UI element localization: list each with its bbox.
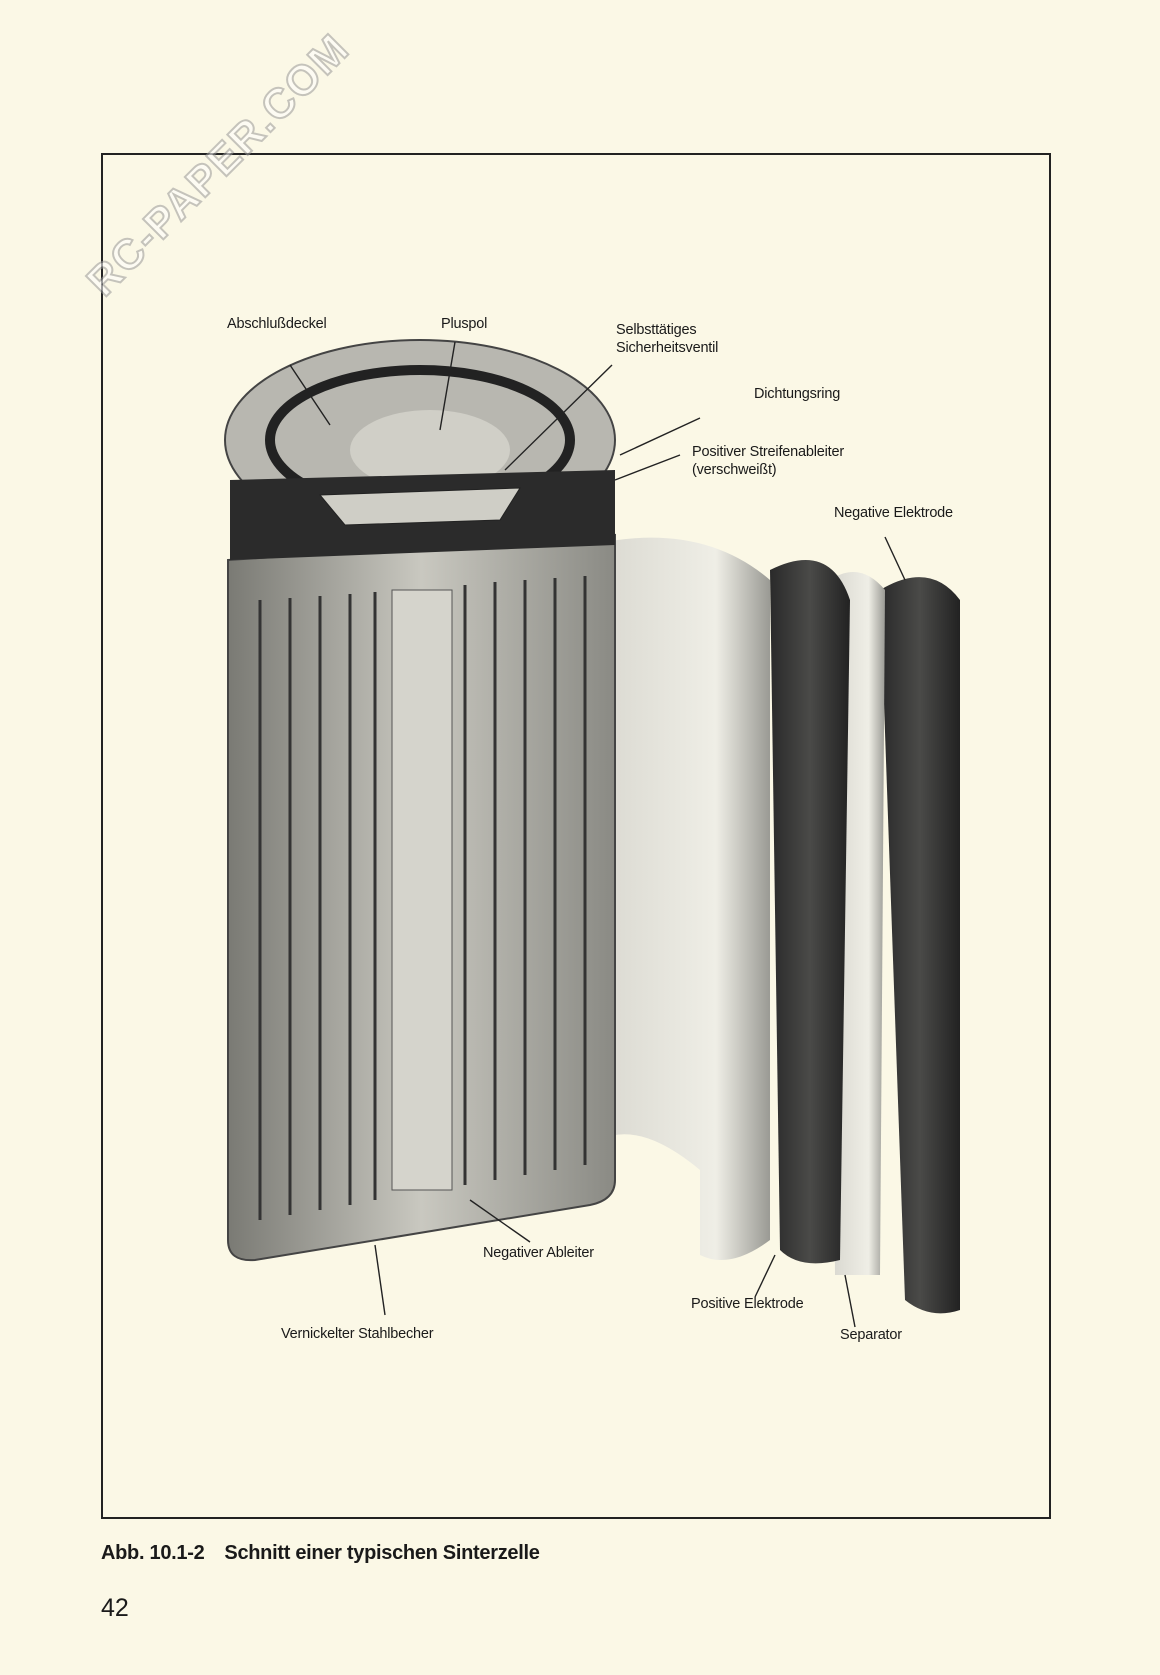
positive-electrode-sheet — [770, 560, 850, 1264]
outer-sheet — [590, 537, 770, 1260]
label-streifenableiter-1: Positiver Streifenableiter — [692, 444, 844, 460]
label-ventil-1: Selbsttätiges — [616, 322, 697, 338]
figure-frame — [101, 153, 1051, 1519]
label-streifenableiter-2: (verschweißt) — [692, 462, 777, 478]
center-core — [391, 589, 453, 1191]
page-number: 42 — [101, 1594, 129, 1622]
label-negative-elektrode: Negative Elektrode — [834, 505, 953, 521]
electrode-stack — [258, 576, 587, 1220]
leader-lines — [289, 341, 906, 1328]
caption-title: Schnitt einer typischen Sinterzelle — [224, 1542, 540, 1564]
label-dichtungsring: Dichtungsring — [754, 386, 841, 402]
caption-number: Abb. 10.1-2 — [101, 1542, 205, 1564]
label-separator: Separator — [840, 1327, 902, 1343]
label-stahlbecher: Vernickelter Stahlbecher — [281, 1326, 434, 1342]
watermark: RC-PAPER.COM — [76, 23, 359, 306]
label-ventil-2: Sicherheitsventil — [616, 340, 719, 356]
label-pluspol: Pluspol — [441, 316, 488, 332]
label-abschlussdeckel: Abschlußdeckel — [227, 316, 327, 332]
figure-caption: Abb. 10.1-2 Schnitt einer typischen Sinte… — [101, 1542, 540, 1565]
label-negativer-ableiter: Negativer Ableiter — [483, 1245, 594, 1261]
label-positive-elektrode: Positive Elektrode — [691, 1296, 804, 1312]
negative-electrode-sheet — [880, 577, 960, 1314]
plus-terminal — [350, 410, 510, 490]
